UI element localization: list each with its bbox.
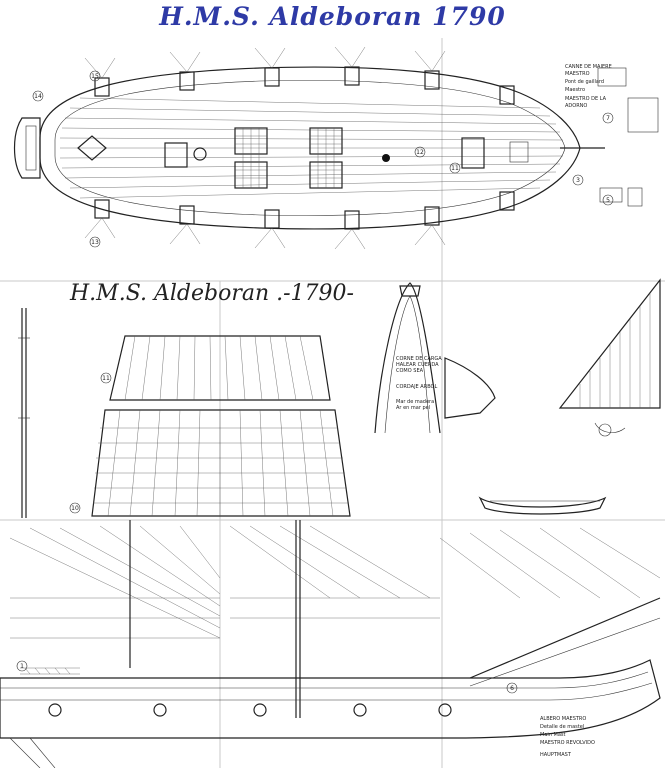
page-title: H.M.S. Aldeboran 1790 [159,2,506,31]
note-line: COMO SEA [396,368,424,374]
callout-number: 11 [102,375,110,382]
cannons-starboard [94,191,515,230]
ship-plan-drawing: CANNE DE MAIERE MAESTRO Pont de gaillard… [0,38,665,768]
note-line: Pont de gaillard [565,79,604,85]
detail-insets [597,67,659,207]
callout-number: 5 [606,197,610,204]
square-sail: 11 10 [69,335,351,517]
note-bottom-right: ALBERO MAESTRO Detalle de mastel Main Ma… [540,716,595,758]
callout-number: 3 [576,177,580,184]
rigging-block-detail [374,282,441,434]
note-line: Ar en mar pel [396,405,430,411]
deck-plan-view [13,46,605,250]
boat-profile [444,357,607,515]
sheet-script-title: H.M.S. Aldeboran .-1790- [69,281,354,306]
note-line: Main Mast [540,732,566,738]
note-top-right: CANNE DE MAIERE MAESTRO Pont de gaillard… [565,64,612,109]
note-line: Mar de madera [396,399,434,405]
note-line: MAESTRO [565,71,590,77]
note-line: CORNE DE CARGA [396,356,442,362]
note-line: HAUPTMAST [540,752,572,758]
callout-number: 7 [606,115,610,122]
note-line: Detalle de mastel [540,724,584,730]
note-line: ALBERO MAESTRO [540,716,586,722]
callout-number: 1 [20,663,24,670]
hull-profile-view: 1 6 [0,520,661,768]
callout-number: 12 [416,149,424,156]
cannons-port [94,66,515,105]
mast-spar [18,308,30,518]
callout-number: 13 [91,239,99,246]
callout-number: 6 [510,685,514,692]
note-line: CORDAJE ARBOL [396,384,437,390]
note-mid: CORNE DE CARGA HALEAR CUERDA COMO SEA CO… [396,356,442,411]
hatch-gratings [234,127,343,189]
callouts: 15 14 13 12 11 7 3 5 [32,70,614,248]
note-line: CANNE DE MAIERE [565,64,612,70]
note-line: ADORNO [565,103,587,109]
callout-number: 14 [34,93,42,100]
sheet-seams [0,38,665,768]
callout-number: 10 [71,505,79,512]
fore-sail-detail [558,278,661,437]
note-line: HALEAR CUERDA [396,362,439,368]
note-line: Maestro [565,87,585,93]
note-line: MAESTRO DE LA [565,96,607,102]
gunports [48,703,452,717]
note-line: MAESTRO REVOLVIDO [540,740,595,746]
callout-number: 11 [451,165,459,172]
callout-number: 15 [91,73,99,80]
